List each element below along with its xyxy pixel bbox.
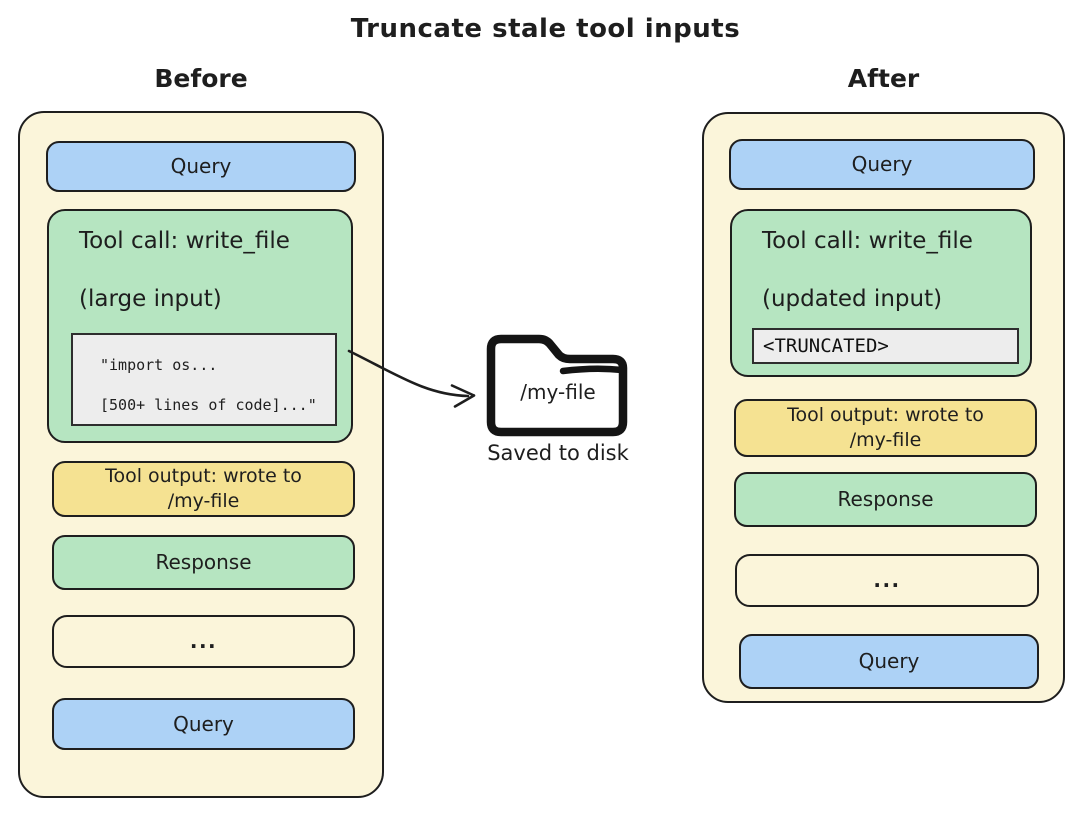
response-label: Response: [837, 487, 934, 511]
tool-output-line: /my-file: [167, 490, 240, 512]
query-block: Query: [46, 141, 356, 192]
code-snippet: "import os... [500+ lines of code]...": [71, 333, 337, 426]
tool-call-subtitle: (large input): [79, 286, 222, 312]
saved-to-disk-caption: Saved to disk: [487, 441, 629, 465]
ellipsis-block: ...: [735, 554, 1039, 607]
ellipsis-block: ...: [52, 615, 355, 668]
response-label: Response: [155, 550, 252, 574]
tool-call-title: Tool call: write_file: [79, 228, 290, 254]
tool-output-line: Tool output: wrote to: [105, 465, 302, 487]
query-block: Query: [52, 698, 355, 750]
file-name-label: /my-file: [520, 380, 596, 404]
tool-call-block: Tool call: write_file (updated input) <T…: [730, 209, 1032, 377]
query-label: Query: [173, 711, 234, 736]
tool-call-title: Tool call: write_file: [762, 228, 973, 254]
tool-call-block: Tool call: write_file (large input) "imp…: [47, 209, 353, 443]
query-block: Query: [729, 139, 1035, 190]
tool-output-line: Tool output: wrote to: [787, 404, 984, 426]
code-line: "import os...: [100, 356, 218, 374]
response-block: Response: [734, 472, 1037, 527]
ellipsis-label: ...: [189, 629, 218, 653]
after-label: After: [847, 64, 920, 93]
ellipsis-label: ...: [873, 568, 901, 592]
query-label: Query: [858, 649, 920, 673]
tool-output-block: Tool output: wrote to /my-file: [734, 399, 1037, 457]
query-label: Query: [851, 152, 913, 176]
code-line: [500+ lines of code]...": [100, 396, 317, 414]
query-label: Query: [170, 154, 232, 178]
truncated-label: <TRUNCATED>: [763, 335, 889, 357]
query-block: Query: [739, 634, 1039, 689]
after-panel: Query Tool call: write_file (updated inp…: [702, 112, 1065, 703]
tool-output-line: /my-file: [849, 429, 922, 451]
tool-call-subtitle: (updated input): [762, 286, 943, 312]
truncated-input-box: <TRUNCATED>: [752, 328, 1019, 364]
before-panel: Query Tool call: write_file (large input…: [18, 111, 384, 798]
diagram-title: Truncate stale tool inputs: [350, 14, 741, 44]
tool-output-block: Tool output: wrote to /my-file: [52, 461, 355, 517]
before-label: Before: [154, 64, 248, 93]
response-block: Response: [52, 535, 355, 590]
